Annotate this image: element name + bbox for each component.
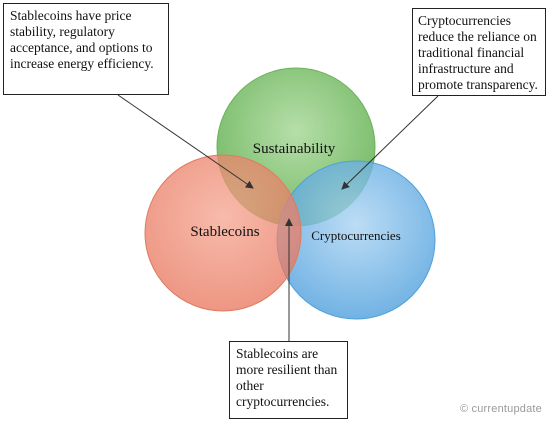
label-sustainability: Sustainability <box>253 141 336 157</box>
callout-resilience: Stablecoins are more resilient than othe… <box>229 341 348 419</box>
watermark: © currentupdate <box>459 403 542 415</box>
label-stablecoins: Stablecoins <box>190 224 259 240</box>
label-cryptocurrencies: Cryptocurrencies <box>311 228 401 243</box>
circle-stablecoins <box>144 154 302 312</box>
arrow-stablecoins-benefits <box>117 94 254 189</box>
callout-stablecoins-benefits: Stablecoins have price stability, regula… <box>3 3 169 95</box>
arrow-crypto-benefits <box>341 95 439 190</box>
callout-crypto-benefits: Cryptocurrencies reduce the reliance on … <box>412 8 546 96</box>
